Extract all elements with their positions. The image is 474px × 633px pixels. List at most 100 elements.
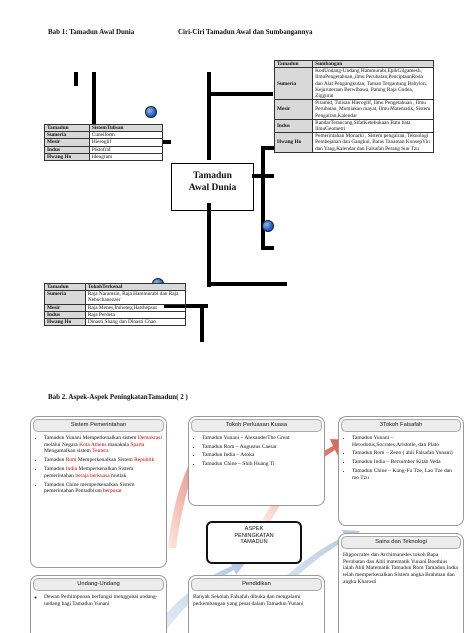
card-header: Sains dan Teknologi xyxy=(341,536,461,549)
card-pendidikan: Pendidikan Banyak Sekolah Falsafah dibuk… xyxy=(188,575,325,633)
aspek-center-box: ASPEK PENINGKATAN TAMADUN xyxy=(206,521,302,564)
list-item: Tamadun Rom Memperkenalkan Sistem Republ… xyxy=(44,457,162,464)
cell: Raja Naramsin, Raja Hammurabi dan Raja N… xyxy=(84,290,187,305)
cell: BandarTerancang,SifatKetebukaan Batu bat… xyxy=(312,118,434,134)
bab1-title: Bab 1: Tamadun Awal Dunia xyxy=(48,28,135,36)
center-line: ASPEK xyxy=(244,526,264,532)
card-header: Pendidikan xyxy=(191,578,322,591)
table-header-row: Tamadun SistemTulisan xyxy=(44,123,164,133)
cell: Mesir xyxy=(273,99,314,120)
bab1-subtitle: Ciri-Ciri Tamadun Awal dan Sumbangannya xyxy=(178,28,313,36)
cell: Indus xyxy=(273,118,314,134)
pemerintahan-list: Tamadun Yunani Memperkenalkan sistem Dem… xyxy=(35,435,162,495)
connector-line xyxy=(261,148,265,248)
cell: Sumeria xyxy=(273,67,314,101)
col-header: Sumbangan xyxy=(312,59,434,69)
card-body-text: Hippocrates dan Archimanedes tokoh Bapa … xyxy=(343,551,458,585)
card-header: Tokoh Perluasan Kuasa xyxy=(191,419,322,432)
connector-line xyxy=(207,282,287,286)
col-header: Tamadun xyxy=(273,59,314,69)
swoosh-arrow-red xyxy=(168,420,215,548)
text-run: Tamadun xyxy=(44,457,66,464)
center-line: PENINGKATAN xyxy=(234,532,274,539)
cell: Raja Menes,Imhotep,Hatshepsut xyxy=(84,303,187,312)
cell: Piramid, Tulisan Hieroglif, Ilmu Pengeta… xyxy=(312,99,434,120)
highlight-text: Kota Athens xyxy=(79,441,107,448)
list-item: Tamadun Yunani Memperkenalkan sistem Dem… xyxy=(44,435,162,455)
list-item: Dewan Perhimpunan berfungsi menggubal un… xyxy=(44,594,162,608)
text-run: Memperkenalkan Sistem pemerintahan xyxy=(44,465,134,479)
list-item: Tamadun Chine – Kung-Fu Tze, Lao Tze dan… xyxy=(352,468,459,482)
connector-line xyxy=(92,72,96,124)
text-run: Tamadun xyxy=(44,465,66,472)
bab2-title: Bab 2. Aspek-Aspek PeningkatanTamadun( 2… xyxy=(48,393,188,401)
card-sains-teknologi: Sains dan Teknologi Hippocrates dan Arch… xyxy=(338,533,464,633)
card-header: Undang-Undang xyxy=(33,578,164,591)
card-tokoh-falsafah: 3Tokoh Falsafah Tamadun Yunani – Herodot… xyxy=(338,416,464,526)
highlight-text: beraja berkuasa xyxy=(75,472,110,479)
cell: Pemerintahan Monarki , Sistem pengairan,… xyxy=(312,132,434,153)
card-body-text: Banyak Sekolah Falsafah dibuka dan menga… xyxy=(193,593,304,607)
cell: Dinasti Shang dan Dinasti Chao xyxy=(84,318,187,327)
card-undang-undang: Undang-Undang Dewan Perhimpunan berfungs… xyxy=(30,575,167,633)
list-item: Tamadun Yunani – AlexanderThe Great xyxy=(202,435,320,442)
text-run: Tamadun Yunani Memperkenalkan sistem xyxy=(44,434,138,441)
swoosh-arrow-blue xyxy=(150,560,246,632)
cell: KodUndang-Undang Hammurabi,EpikGilgamesh… xyxy=(312,67,434,101)
text-run: Memperkenalkan Sistem xyxy=(76,457,135,464)
connector-line xyxy=(207,72,211,160)
cell: Hwang Ho xyxy=(273,132,314,153)
text-run: manakala xyxy=(106,441,131,448)
text-run: mutlak xyxy=(109,472,127,479)
card-tokoh-perluasan: Tokoh Perluasan Kuasa Tamadun Yunani – A… xyxy=(188,416,325,506)
card-header: 3Tokoh Falsafah xyxy=(341,419,461,432)
highlight-text: Demokrasi xyxy=(137,434,162,441)
list-item: Tamadun Chine – Shih Huang Ti xyxy=(202,461,320,468)
cell: Piktofraf xyxy=(88,145,164,154)
node-dot xyxy=(145,106,157,118)
card-header: Sistem Pemerintahan xyxy=(33,419,164,432)
highlight-text: India xyxy=(65,465,78,472)
connector-line xyxy=(261,146,274,150)
connector-line xyxy=(207,92,273,96)
connector-line xyxy=(207,203,211,287)
connector-line xyxy=(74,72,78,86)
text-run: melalui Negara xyxy=(44,441,80,448)
cell: Cuneiform xyxy=(88,131,164,140)
table-header-row: Tamadun Sumbangan xyxy=(273,59,434,69)
card-sistem-pemerintahan: Sistem Pemerintahan Tamadun Yunani Mempe… xyxy=(30,416,167,568)
highlight-text: Republik xyxy=(134,457,155,464)
connector-line xyxy=(200,304,204,342)
highlight-text: berpusat xyxy=(102,488,122,495)
center-title-line: Tamadun xyxy=(193,171,232,181)
highlight-text: Tentera xyxy=(92,448,109,455)
table-header-row: Tamadun TokohTerkenal xyxy=(44,282,187,292)
list-item: Tamadun Chine memperkenalkan Sistem peme… xyxy=(44,482,162,496)
node-dot xyxy=(262,220,274,232)
highlight-text: Sparta xyxy=(130,441,145,448)
highlight-text: Rom xyxy=(65,457,77,464)
center-title-line: Awal Dunia xyxy=(188,183,237,193)
list-item: Tamadun India Memperkenalkan Sistem peme… xyxy=(44,466,162,480)
cell: Ideogram xyxy=(88,152,164,162)
center-title-box: Tamadun Awal Dunia xyxy=(171,163,254,211)
connector-line xyxy=(163,140,171,144)
text-run: Tamadun Chine memperkenalkan Sistem peme… xyxy=(44,481,135,495)
text-run: Mengamalkan sistem xyxy=(44,448,93,455)
connector-line xyxy=(164,304,208,308)
list-item: Tamadun Yunani – Herodotus,Socrates,Aris… xyxy=(352,435,459,449)
list-item: Tamadun Rom – Zeno ( ahli Falsafah Yunan… xyxy=(352,450,459,457)
center-line: TAMADUN xyxy=(240,539,268,546)
col-header: SistemTulisan xyxy=(88,123,164,133)
